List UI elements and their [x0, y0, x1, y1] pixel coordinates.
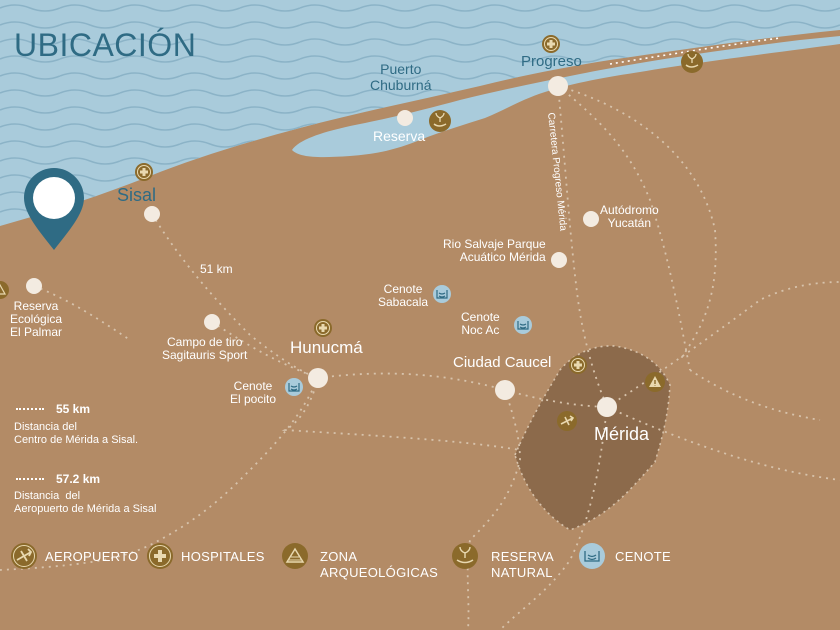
city-dots	[26, 76, 617, 417]
pyramid-icon	[0, 281, 9, 299]
distance-dots	[16, 478, 44, 480]
reserva-palmar-label: Reserva Ecológica El Palmar	[10, 299, 63, 339]
hospital-cross-icon	[542, 35, 560, 53]
puerto-chuburna-label: Puerto Chuburná	[370, 61, 432, 93]
legend-label-cenote: CENOTE	[615, 549, 671, 564]
map-icons	[0, 35, 703, 431]
hunucma-label: Hunucmá	[290, 338, 363, 357]
distance-text: Distancia del Centro de Mérida a Sisal.	[14, 421, 139, 446]
campo-tiro-dot	[204, 314, 220, 330]
autodromo-dot	[583, 211, 599, 227]
distance-51km-label: 51 km	[200, 262, 233, 276]
reserva-label: Reserva	[373, 128, 426, 144]
reserva-dot	[397, 110, 413, 126]
legend-label-archaeological: ZONA ARQUEOLÓGICAS	[320, 549, 439, 580]
lagoon	[292, 36, 840, 158]
roads	[0, 85, 840, 630]
warning-icon	[645, 372, 665, 392]
cenote-pocito-label: Cenote El pocito	[230, 379, 277, 406]
legend-label-airport: AEROPUERTO	[45, 549, 139, 564]
legend-label-reserve: RESERVA NATURAL	[491, 549, 555, 580]
rio-salvaje-dot	[551, 252, 567, 268]
campo-tiro-label: Campo de tiro Sagitauris Sport	[162, 335, 248, 362]
autodromo-label: Autódromo Yucatán	[600, 203, 659, 230]
merida-dot	[597, 397, 617, 417]
cenote-icon	[514, 316, 532, 334]
palmar-dot	[26, 278, 42, 294]
airplane-icon	[557, 411, 577, 431]
page-title: UBICACIÓN	[14, 27, 197, 63]
cenote-icon	[433, 285, 451, 303]
hunucma-dot	[308, 368, 328, 388]
merida-label: Mérida	[594, 424, 650, 444]
cenote-sabacala-label: Cenote Sabacala	[378, 282, 429, 309]
cenote-noc-ac-label: Cenote Noc Ac	[461, 310, 500, 337]
legend-label-hospitals: HOSPITALES	[181, 549, 265, 564]
distance-dots	[16, 408, 44, 410]
hospital-cross-icon	[569, 356, 587, 374]
hand-plant-icon	[429, 110, 451, 132]
cenote-icon	[285, 378, 303, 396]
hand-plant-icon	[681, 51, 703, 73]
sisal-label: Sisal	[117, 185, 157, 205]
caucel-dot	[495, 380, 515, 400]
hospital-cross-icon	[314, 319, 332, 337]
ciudad-caucel-label: Ciudad Caucel	[453, 354, 552, 371]
hospital-cross-icon	[135, 163, 153, 181]
distance-km: 55 km	[56, 402, 91, 416]
location-pin-icon[interactable]	[24, 168, 84, 250]
sisal-dot	[144, 206, 160, 222]
distance-text: Distancia del Aeropuerto de Mérida a Sis…	[14, 490, 157, 515]
progreso-dot	[548, 76, 568, 96]
distance-km: 57.2 km	[56, 472, 101, 486]
rio-salvaje-label: Rio Salvaje Parque Acuático Mérida	[443, 237, 546, 264]
progreso-label: Progreso	[521, 53, 582, 70]
